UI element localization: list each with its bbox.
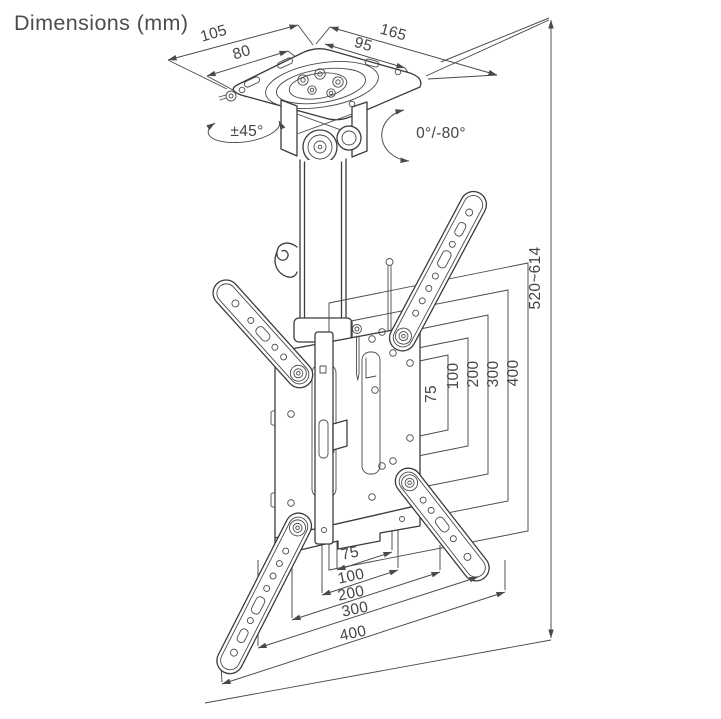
dim-tilt-angle-label: 0°/-80° <box>416 125 466 142</box>
swivel-mechanism <box>265 61 379 109</box>
diagram-title: Dimensions (mm) <box>14 11 188 35</box>
vesa-height-labels: 75 100 200 300 400 <box>423 360 522 403</box>
vesa-width-dimensions: 75 100 200 300 400 <box>221 543 506 685</box>
pole-plate-bracket <box>314 331 360 545</box>
dim-vesa-width-400: 400 <box>338 622 368 644</box>
dim-plate-depth-label: 105 <box>199 22 229 46</box>
dim-vesa-width-200: 200 <box>336 582 366 604</box>
tilt-hinge <box>280 99 368 165</box>
dim-vesa-width-100: 100 <box>336 565 366 587</box>
dim-vesa-height-100: 100 <box>445 363 462 390</box>
dim-swivel-angle-label: ±45° <box>230 123 263 140</box>
tilt-angle-callout: 0°/-80° <box>381 109 466 164</box>
plate-slot <box>244 76 260 88</box>
ceiling-plate-dimension-lines: 105 80 165 95 <box>167 21 498 98</box>
dim-plate-depth-holes-label: 80 <box>231 42 253 63</box>
safety-screw <box>218 90 237 102</box>
vesa-arm-lower-left <box>211 507 317 679</box>
dim-vesa-height-75: 75 <box>423 385 440 403</box>
dim-vesa-height-400: 400 <box>505 360 522 387</box>
dim-vesa-width-75: 75 <box>340 543 361 563</box>
plate-slot <box>364 58 380 68</box>
plate-slot <box>277 57 293 69</box>
swivel-angle-callout: ±45° <box>206 120 286 144</box>
plate-right-slot <box>361 351 381 475</box>
vesa-arm-upper-right <box>384 186 492 357</box>
locking-pin <box>385 258 394 337</box>
extension-pole <box>274 158 394 343</box>
dim-height-range-label: 520~614 <box>527 246 544 309</box>
dim-vesa-height-200: 200 <box>465 361 482 388</box>
ceiling-plate <box>218 48 422 121</box>
dim-plate-width-label: 165 <box>378 21 408 45</box>
dim-vesa-width-300: 300 <box>340 598 370 620</box>
height-range-dimension: 520~614 <box>204 19 554 704</box>
dim-plate-width-holes-label: 95 <box>352 34 374 55</box>
cable-hook <box>274 242 298 278</box>
dim-vesa-height-300: 300 <box>485 361 502 388</box>
height-extension-lines <box>425 17 550 77</box>
